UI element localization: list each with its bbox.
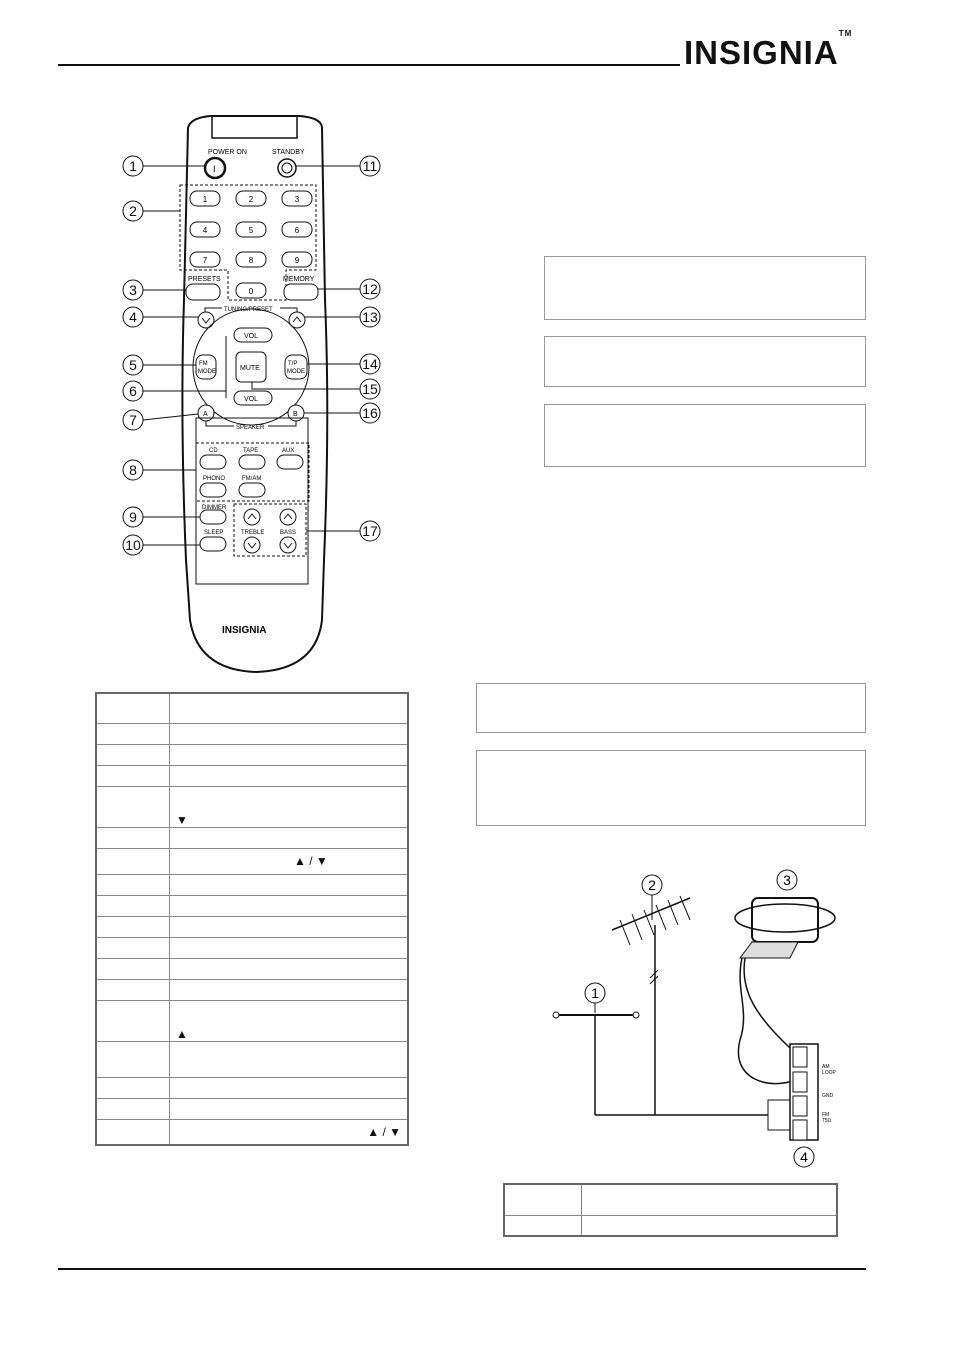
svg-text:VOL: VOL (244, 333, 258, 340)
svg-text:9: 9 (129, 509, 137, 525)
svg-text:PHONO: PHONO (203, 476, 225, 482)
svg-text:14: 14 (362, 356, 378, 372)
number-pad: 1 2 3 4 5 6 7 8 9 0 (189, 190, 313, 299)
svg-text:7: 7 (203, 256, 208, 265)
note-box-5 (476, 750, 866, 826)
svg-text:FM: FM (199, 361, 208, 367)
callout-6: 6 (122, 336, 227, 402)
svg-text:SLEEP: SLEEP (204, 530, 223, 536)
note-box-3 (544, 404, 866, 467)
note-box-2 (544, 336, 866, 387)
svg-text:MODE: MODE (287, 369, 305, 375)
callout-3: 3 (122, 279, 186, 301)
remote-control-diagram: POWER ON I STANDBY 1 2 3 4 5 6 7 8 9 0 P… (122, 115, 381, 674)
svg-text:TREBLE: TREBLE (241, 530, 264, 536)
svg-text:FM: FM (822, 1112, 829, 1118)
svg-text:6: 6 (129, 383, 137, 399)
footer-rule (58, 1268, 866, 1270)
svg-text:VOL: VOL (244, 396, 258, 403)
svg-text:4: 4 (800, 1149, 808, 1165)
svg-text:3: 3 (129, 282, 137, 298)
up-arrow-icon: ▲ (176, 1026, 188, 1041)
svg-text:9: 9 (295, 256, 300, 265)
remote-key-table: ▼ ▲ / ▼ ▲ ▲ / ▼ (95, 692, 409, 1146)
svg-text:10: 10 (125, 537, 141, 553)
svg-text:AM: AM (822, 1064, 830, 1070)
svg-text:MEMORY: MEMORY (283, 276, 315, 283)
svg-text:I: I (213, 164, 216, 174)
up-down-arrow-icon: ▲ / ▼ (294, 854, 328, 868)
svg-text:AUX: AUX (282, 448, 294, 454)
svg-text:13: 13 (362, 309, 378, 325)
antenna-connection-diagram: 2 1 3 AM LOOP GND FM 75Ω 4 (552, 869, 837, 1168)
svg-text:12: 12 (362, 281, 378, 297)
svg-text:1: 1 (129, 158, 137, 174)
svg-text:GND: GND (822, 1093, 834, 1099)
header-rule (58, 64, 680, 66)
svg-text:FM/AM: FM/AM (242, 476, 261, 482)
callout-11: 11 (296, 155, 381, 177)
power-on-label: POWER ON (208, 149, 247, 156)
up-down-arrow-icon: ▲ / ▼ (367, 1124, 401, 1139)
svg-text:16: 16 (362, 405, 378, 421)
callout-12: 12 (318, 278, 381, 300)
svg-text:8: 8 (129, 462, 137, 478)
svg-text:A: A (203, 411, 208, 418)
svg-text:T/P: T/P (288, 361, 297, 367)
svg-text:1: 1 (203, 195, 208, 204)
standby-button (277, 158, 297, 178)
svg-text:2: 2 (249, 195, 254, 204)
svg-text:5: 5 (129, 357, 137, 373)
svg-text:PRESETS: PRESETS (188, 276, 221, 283)
note-box-1 (544, 256, 866, 320)
svg-text:MUTE: MUTE (240, 365, 260, 372)
svg-text:5: 5 (249, 226, 254, 235)
insignia-logo: INSIGNIATM (684, 29, 853, 71)
callout-2: 2 (122, 200, 180, 222)
svg-text:4: 4 (129, 309, 137, 325)
svg-text:17: 17 (362, 523, 378, 539)
down-arrow-icon: ▼ (176, 812, 188, 827)
svg-text:INSIGNIA: INSIGNIA (222, 625, 266, 636)
callout-1: 1 (122, 155, 205, 177)
note-box-4 (476, 683, 866, 733)
svg-text:1: 1 (591, 985, 599, 1001)
svg-text:2: 2 (129, 203, 137, 219)
callout-15: 15 (251, 378, 381, 400)
svg-text:4: 4 (203, 226, 208, 235)
callout-5: 5 (122, 354, 196, 376)
callout-9: 9 (122, 506, 200, 528)
antenna-table (503, 1183, 838, 1237)
svg-text:75Ω: 75Ω (822, 1118, 832, 1124)
callout-7: 7 (122, 409, 199, 431)
svg-text:3: 3 (783, 872, 791, 888)
callout-4: 4 (122, 306, 198, 328)
svg-text:TAPE: TAPE (243, 448, 258, 454)
svg-text:BASS: BASS (280, 530, 296, 536)
callout-8: 8 (122, 459, 196, 481)
svg-text:SPEAKER: SPEAKER (236, 425, 265, 431)
callout-13: 13 (305, 306, 381, 328)
svg-text:6: 6 (295, 226, 300, 235)
callout-17: 17 (306, 520, 381, 542)
power-on-button (203, 156, 227, 180)
svg-text:15: 15 (362, 381, 378, 397)
svg-text:2: 2 (648, 877, 656, 893)
svg-text:TUNING/PRESET: TUNING/PRESET (224, 307, 273, 313)
svg-text:MODE: MODE (198, 369, 216, 375)
svg-text:0: 0 (249, 287, 254, 296)
svg-text:CD: CD (209, 448, 218, 454)
callout-14: 14 (307, 353, 381, 375)
svg-text:8: 8 (249, 256, 254, 265)
svg-text:11: 11 (363, 158, 378, 174)
standby-label: STANDBY (272, 149, 305, 156)
svg-text:7: 7 (129, 412, 137, 428)
svg-text:3: 3 (295, 195, 300, 204)
callout-16: 16 (304, 402, 381, 424)
svg-text:DIMMER: DIMMER (202, 505, 227, 511)
svg-text:B: B (293, 411, 298, 418)
callout-10: 10 (122, 534, 200, 556)
svg-text:LOOP: LOOP (822, 1070, 837, 1076)
